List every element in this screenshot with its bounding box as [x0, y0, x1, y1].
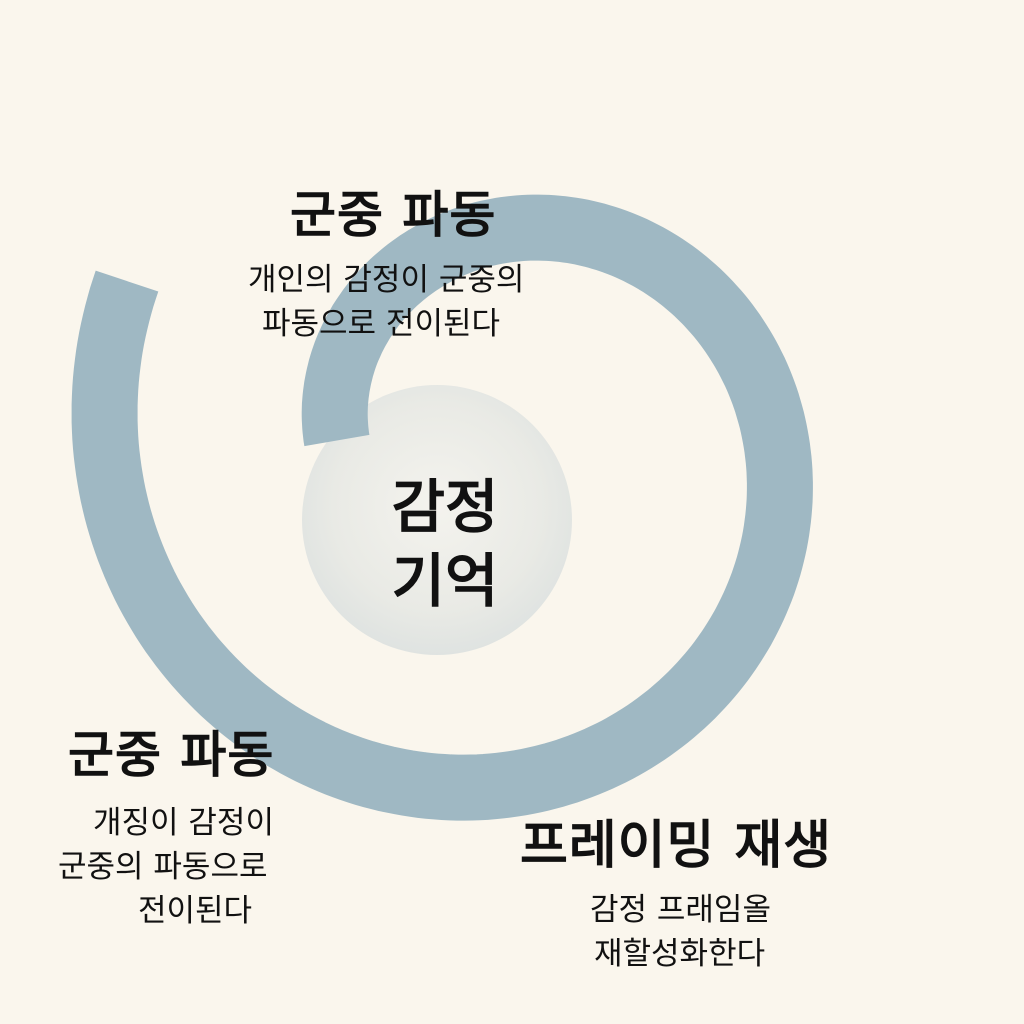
- left-node-description-line3: 전이된다: [138, 893, 253, 929]
- center-circle: [302, 385, 572, 655]
- left-node-description-line2: 군중의 파동으로: [58, 849, 268, 885]
- top-node-title: 군중 파동: [290, 186, 497, 244]
- right-node-title: 프레이밍 재생: [520, 816, 833, 876]
- center-label-line1: 감정: [391, 473, 499, 541]
- right-node-description-line1: 감정 프래임올: [590, 892, 771, 928]
- right-node-description-line2: 재할성화한다: [594, 936, 766, 972]
- right-node-description: 감정 프래임올 재할성화한다: [590, 888, 771, 976]
- top-node-description-line1: 개인의 감정이 군중의: [248, 262, 525, 298]
- left-node-title: 군중 파동: [68, 726, 275, 784]
- top-node-description-line2: 파동으로 전이된다: [262, 306, 501, 342]
- center-label: 감정 기억: [345, 470, 545, 618]
- spiral-band: [71, 194, 813, 821]
- top-node-description: 개인의 감정이 군중의 파동으로 전이된다: [248, 258, 524, 346]
- left-node-description: 개징이 감정이 군중의 파동으로 전이된다: [58, 801, 274, 933]
- center-label-line2: 기억: [391, 547, 499, 615]
- left-node-description-line1: 개징이 감정이: [93, 805, 274, 841]
